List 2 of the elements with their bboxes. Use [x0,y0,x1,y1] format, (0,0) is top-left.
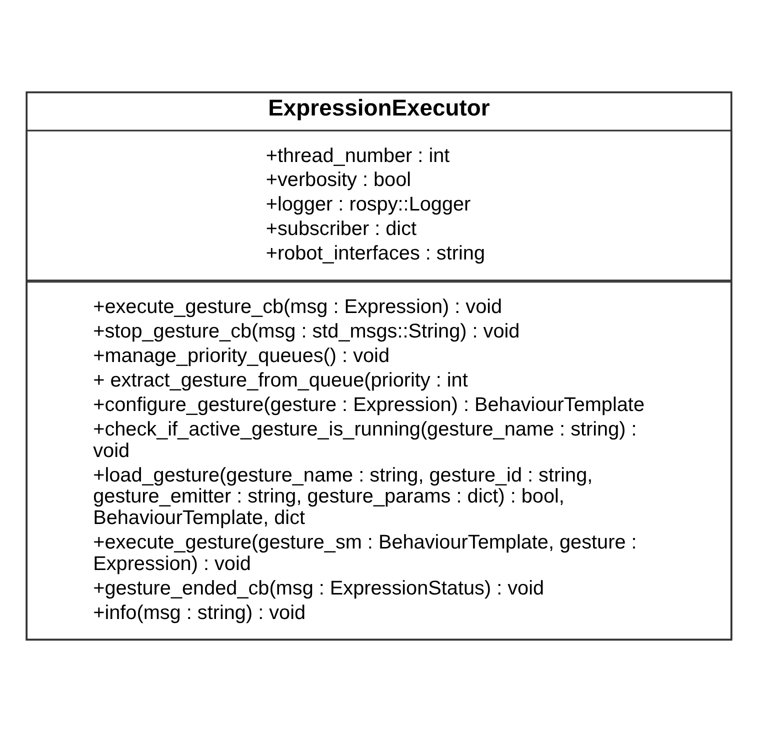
node-box: +execute_gesture_cb(msg : Expression) : void +stop_gesture_cb(msg : std_msgs::String) : void +manage_priority_queues() : void + extract_gesture_from_queue(priority : int +configure_gesture(gesture : Expression) : BehaviourTemplate +check_if_active_gesture_is_running(gesture_name : string) : void +load_gesture(gesture_name : string, gesture_id : string, gesture_emitter : string, gesture_params : dict) : bool, BehaviourTemplate, dict +execute_gesture(gesture_sm : BehaviourTemplate, gesture : Expression) : void +gesture_ended_cb(msg : ExpressionStatus) : void +info(msg : string) : void [26,280,732,640]
node-box: +thread_number : int +verbosity : bool +logger : rospy::Logger +subscriber : dict +robot_interfaces : string [26,129,732,281]
